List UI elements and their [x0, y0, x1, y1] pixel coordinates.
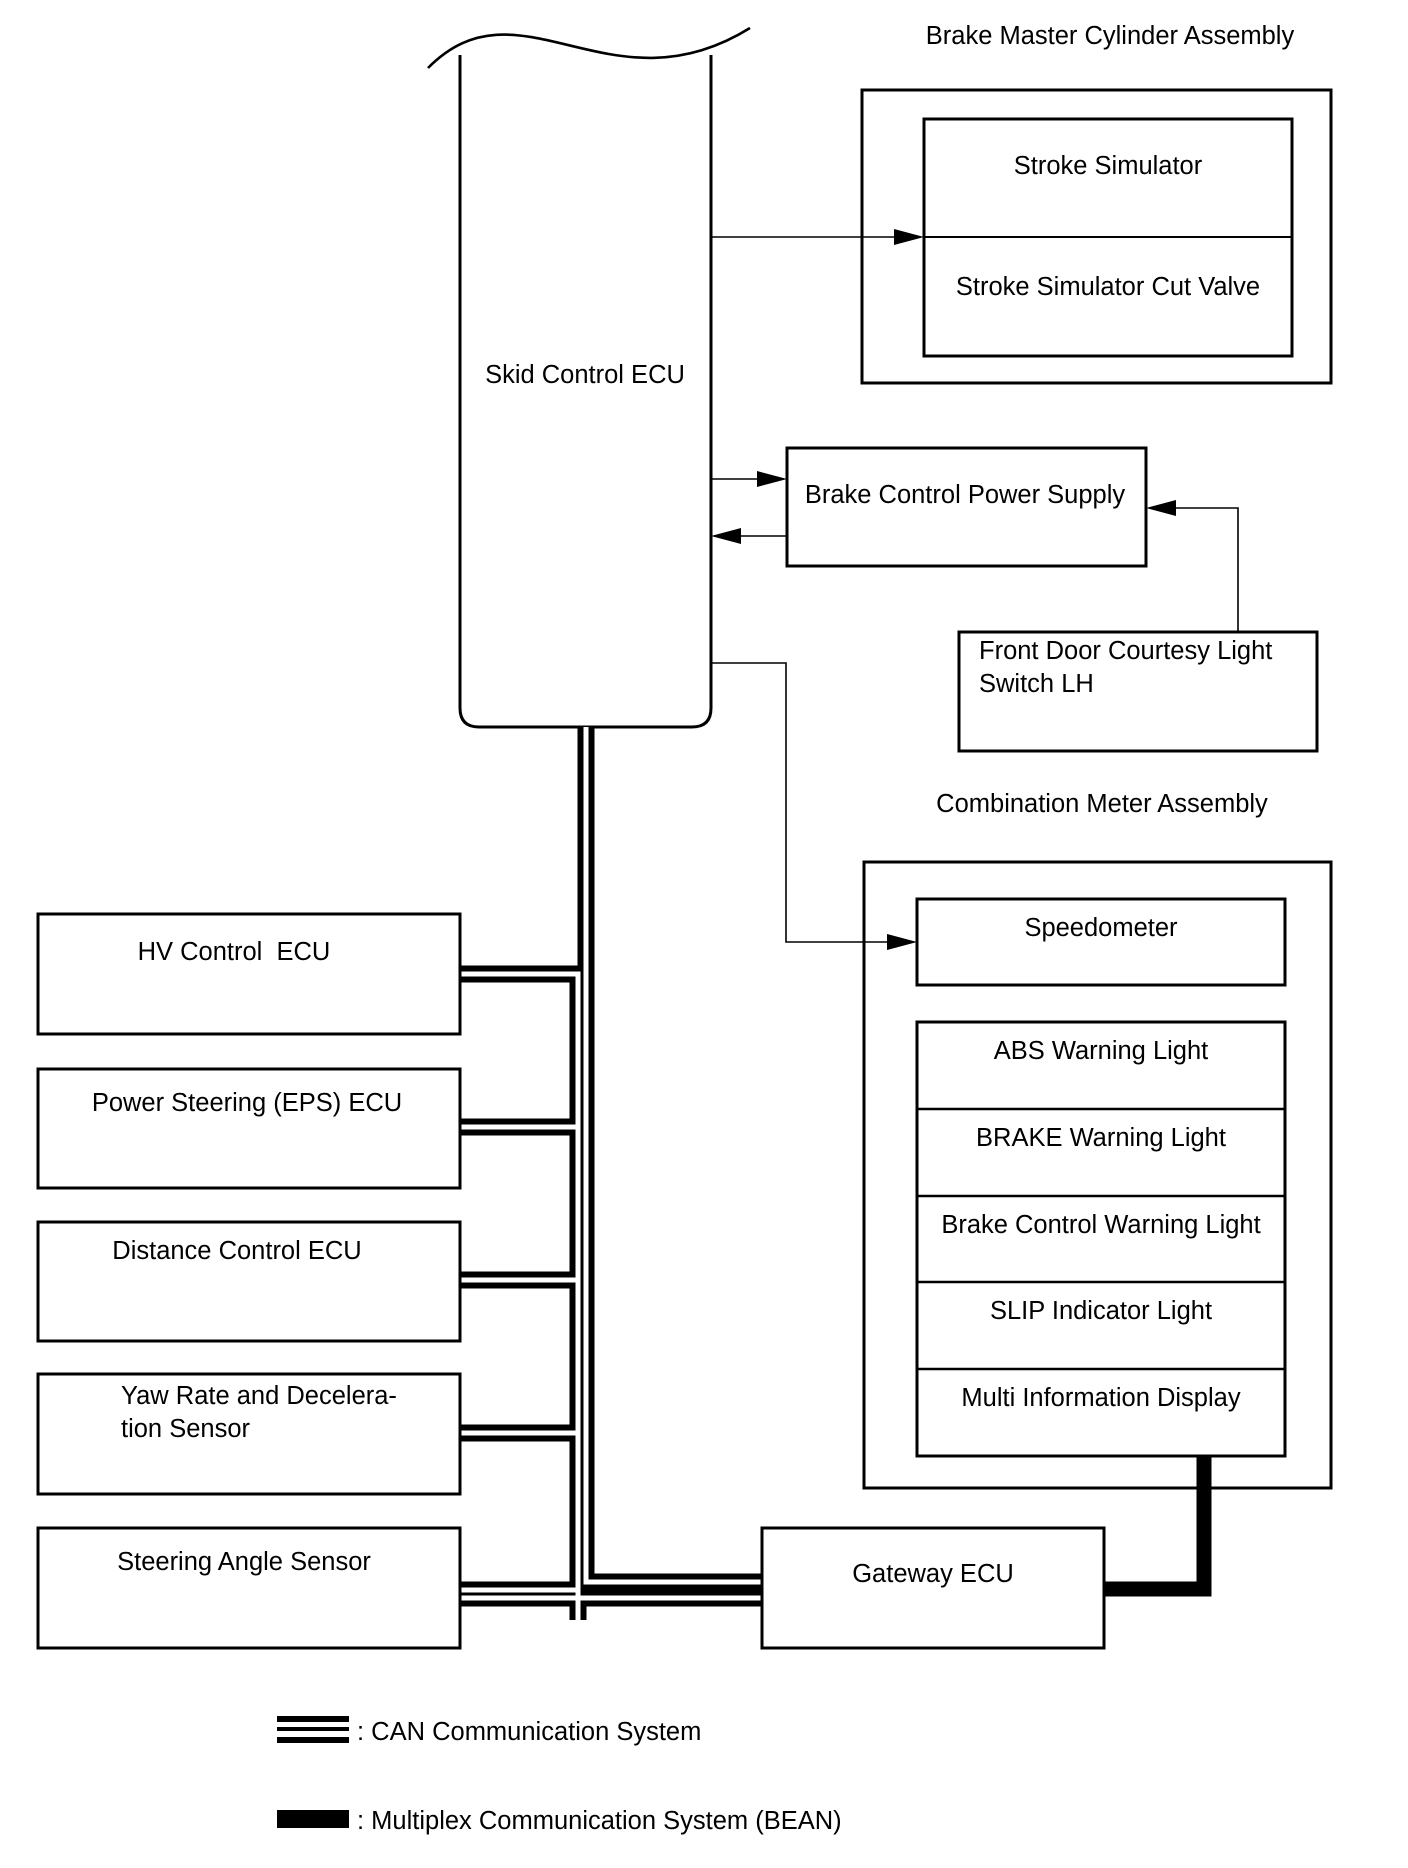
stroke-simulator-cut-valve-label: Stroke Simulator Cut Valve	[956, 273, 1260, 301]
brake-master-cylinder-label: Brake Master Cylinder Assembly	[926, 22, 1295, 50]
bean-bus-line	[1104, 1456, 1212, 1597]
distance-control-ecu-label: Distance Control ECU	[112, 1237, 361, 1265]
power-steering-eps-ecu: Power Steering (EPS) ECU	[36, 1067, 462, 1190]
break-line	[427, 26, 751, 69]
yaw-rate-label-line1: Yaw Rate and Decelera-	[121, 1382, 397, 1410]
front-door-courtesy-light-switch: Front Door Courtesy Light Switch LH	[957, 630, 1319, 753]
can-bus-lines	[460, 727, 762, 1620]
yaw-rate-deceleration-sensor: Yaw Rate and Decelera- tion Sensor	[36, 1372, 462, 1496]
brake-control-power-supply-label: Brake Control Power Supply	[805, 481, 1126, 509]
stroke-simulator-label: Stroke Simulator	[1014, 152, 1203, 180]
door-switch-label-line2: Switch LH	[979, 670, 1094, 698]
power-steering-eps-ecu-label: Power Steering (EPS) ECU	[92, 1089, 402, 1117]
slip-indicator-light-label: SLIP Indicator Light	[990, 1297, 1212, 1325]
brake-control-warning-light-label: Brake Control Warning Light	[941, 1211, 1260, 1239]
speedometer-box	[915, 897, 1287, 987]
ecu-to-power-supply-arrow	[711, 471, 787, 487]
abs-warning-light-label: ABS Warning Light	[994, 1037, 1209, 1065]
combination-meter-assembly: Combination Meter Assembly Speedometer A…	[862, 790, 1333, 1490]
power-supply-to-ecu-arrow	[711, 528, 787, 544]
hv-control-ecu-label: HV Control ECU	[138, 938, 331, 966]
steering-angle-sensor-label: Steering Angle Sensor	[117, 1548, 371, 1576]
speedometer-label: Speedometer	[1024, 914, 1178, 942]
hv-control-ecu: HV Control ECU	[36, 912, 462, 1036]
ecu-to-speedometer-arrow	[711, 662, 917, 950]
brake-control-power-supply: Brake Control Power Supply	[785, 446, 1148, 568]
distance-control-ecu: Distance Control ECU	[36, 1220, 462, 1343]
steering-angle-sensor: Steering Angle Sensor	[36, 1526, 462, 1650]
ecu-to-cut-valve-arrow	[711, 229, 924, 245]
legend-bean-symbol	[277, 1810, 349, 1828]
brake-warning-light-label: BRAKE Warning Light	[976, 1124, 1226, 1152]
legend-can-label: : CAN Communication System	[357, 1718, 701, 1746]
skid-control-ecu: Skid Control ECU	[427, 26, 751, 729]
legend: : CAN Communication System : Multiplex C…	[277, 1716, 842, 1835]
door-switch-to-power-supply-arrow	[1146, 500, 1239, 632]
yaw-rate-label-line2: tion Sensor	[121, 1415, 251, 1443]
legend-can-symbol	[277, 1716, 349, 1743]
gateway-ecu: Gateway ECU	[760, 1526, 1106, 1650]
combination-meter-label: Combination Meter Assembly	[936, 790, 1268, 818]
legend-bean-label: : Multiplex Communication System (BEAN)	[357, 1807, 842, 1835]
door-switch-label-line1: Front Door Courtesy Light	[979, 637, 1272, 665]
skid-control-ecu-label: Skid Control ECU	[485, 361, 685, 389]
multi-information-display-label: Multi Information Display	[961, 1384, 1240, 1412]
brake-master-cylinder-assembly: Brake Master Cylinder Assembly Stroke Si…	[860, 22, 1333, 385]
gateway-ecu-label: Gateway ECU	[852, 1560, 1014, 1588]
